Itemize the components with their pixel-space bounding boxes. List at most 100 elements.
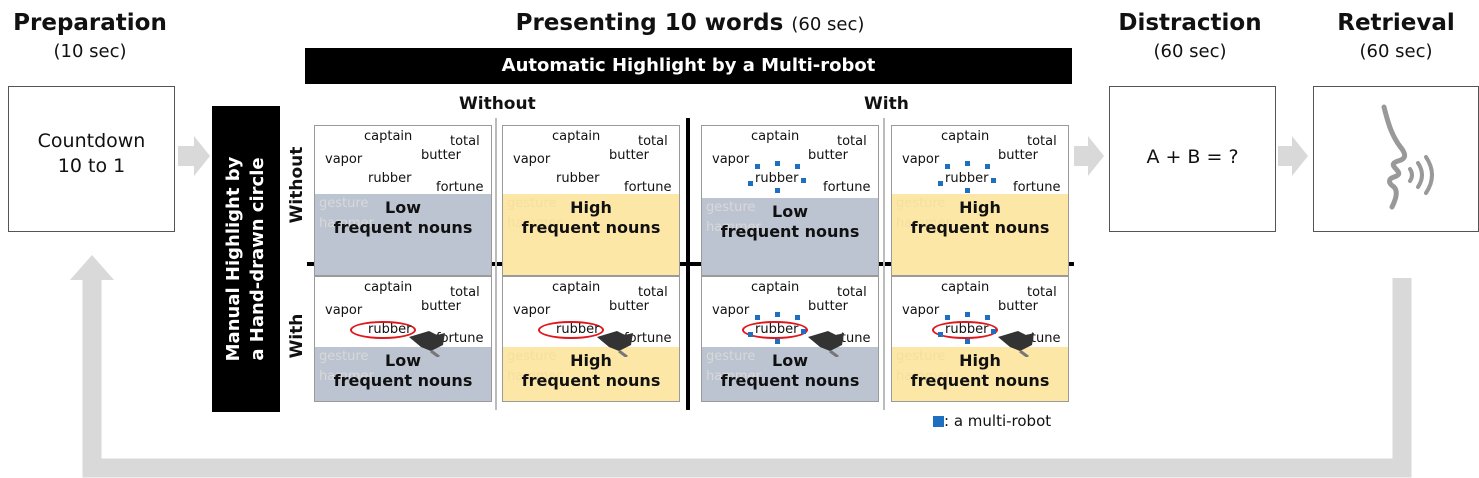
multi-robot-icon (985, 315, 990, 320)
word-gesture: gesture (706, 200, 756, 215)
multi-robot-icon (985, 164, 990, 169)
word-fortune: fortune (436, 331, 484, 346)
word-vapor: vapor (902, 303, 940, 318)
cell-with-with-high: captain total vapor butter rubber fortun… (891, 276, 1069, 402)
distraction-box: A + B = ? (1109, 86, 1276, 232)
cell-with-without-low: captain total vapor butter rubber fortun… (314, 276, 492, 402)
word-hammer: hammer (706, 220, 761, 235)
word-total: total (1027, 285, 1057, 300)
word-captain: captain (552, 280, 601, 295)
word-butter: butter (998, 148, 1039, 163)
arrow-distraction-to-retrieval (1278, 136, 1308, 176)
word-fortune: fortune (823, 180, 871, 195)
multi-robot-icon (755, 164, 760, 169)
word-captain: captain (364, 129, 413, 144)
word-hammer: hammer (507, 369, 562, 384)
category-band (702, 198, 878, 275)
multi-robot-icon (965, 312, 970, 317)
multi-robot-icon (748, 332, 753, 337)
word-rubber: rubber (755, 171, 799, 186)
word-fortune: fortune (624, 180, 672, 195)
word-captain: captain (941, 280, 990, 295)
word-rubber: rubber (556, 322, 600, 337)
manual-highlight-bar: Manual Highlight by a Hand-drawn circle (212, 106, 280, 412)
word-hammer: hammer (896, 369, 951, 384)
word-captain: captain (751, 129, 800, 144)
word-butter: butter (609, 299, 650, 314)
speaking-face-icon (1381, 104, 1434, 210)
loop-arrow-head (70, 255, 114, 280)
hand-pen-icon (409, 331, 445, 357)
word-gesture: gesture (507, 196, 557, 211)
multi-robot-icon (775, 312, 780, 317)
multi-robot-icon (991, 329, 996, 334)
multi-robot-icon (991, 178, 996, 183)
countdown-line1: Countdown (37, 130, 146, 152)
row-header-with: With (287, 313, 307, 359)
word-butter: butter (609, 148, 650, 163)
multi-robot-legend-icon (933, 416, 944, 427)
word-captain: captain (941, 129, 990, 144)
word-rubber: rubber (945, 322, 989, 337)
distraction-equation: A + B = ? (1146, 146, 1239, 168)
multi-robot-icon (965, 161, 970, 166)
cell-with-without-high: captain total vapor butter rubber fortun… (502, 276, 680, 402)
cell-without-without-low: captain total vapor butter rubber fortun… (314, 125, 492, 276)
category-band (503, 347, 679, 401)
loop-arrow (82, 278, 1412, 478)
category-band (315, 194, 491, 275)
hand-pen-icon (998, 331, 1034, 357)
matrix-divider-light-left (495, 118, 497, 410)
category-band (503, 194, 679, 275)
preparation-box: Countdown 10 to 1 (8, 86, 175, 232)
multi-robot-icon (748, 181, 753, 186)
multi-robot-icon (938, 332, 943, 337)
word-vapor: vapor (325, 303, 363, 318)
word-gesture: gesture (706, 349, 756, 364)
multi-robot-icon (801, 329, 806, 334)
hand-pen-icon (808, 331, 844, 357)
word-vapor: vapor (712, 152, 750, 167)
word-captain: captain (552, 129, 601, 144)
matrix-divider-light-right (883, 118, 885, 410)
word-rubber: rubber (368, 171, 412, 186)
word-hammer: hammer (319, 216, 374, 231)
arrow-matrix-to-distraction (1074, 136, 1104, 176)
cell-without-with-low: captain total vapor butter rubber fortun… (701, 125, 879, 276)
word-rubber: rubber (368, 322, 412, 337)
preparation-duration: (10 sec) (53, 41, 127, 62)
cell-without-with-high: captain total vapor butter rubber fortun… (891, 125, 1069, 276)
retrieval-box (1313, 86, 1479, 232)
word-butter: butter (421, 148, 462, 163)
word-butter: butter (998, 299, 1039, 314)
word-hammer: hammer (319, 369, 374, 384)
multi-robot-icon (965, 188, 970, 193)
cell-without-without-high: captain total vapor butter rubber fortun… (502, 125, 680, 276)
word-gesture: gesture (507, 349, 557, 364)
retrieval-title: Retrieval (1337, 10, 1455, 36)
word-gesture: gesture (319, 196, 369, 211)
multi-robot-icon (775, 161, 780, 166)
legend: : a multi-robot (933, 412, 1051, 430)
multi-robot-icon (965, 339, 970, 344)
word-vapor: vapor (513, 152, 551, 167)
multi-robot-icon (795, 164, 800, 169)
category-band (702, 347, 878, 401)
word-vapor: vapor (325, 152, 363, 167)
multi-robot-icon (938, 181, 943, 186)
arrow-prep-to-matrix (178, 136, 210, 176)
word-hammer: hammer (706, 369, 761, 384)
word-total: total (450, 134, 480, 149)
word-captain: captain (364, 280, 413, 295)
word-rubber: rubber (556, 171, 600, 186)
retrieval-duration: (60 sec) (1359, 41, 1433, 62)
multi-robot-icon (755, 315, 760, 320)
hand-drawn-circle (932, 321, 998, 339)
word-butter: butter (808, 148, 849, 163)
multi-robot-icon (795, 315, 800, 320)
word-vapor: vapor (902, 152, 940, 167)
